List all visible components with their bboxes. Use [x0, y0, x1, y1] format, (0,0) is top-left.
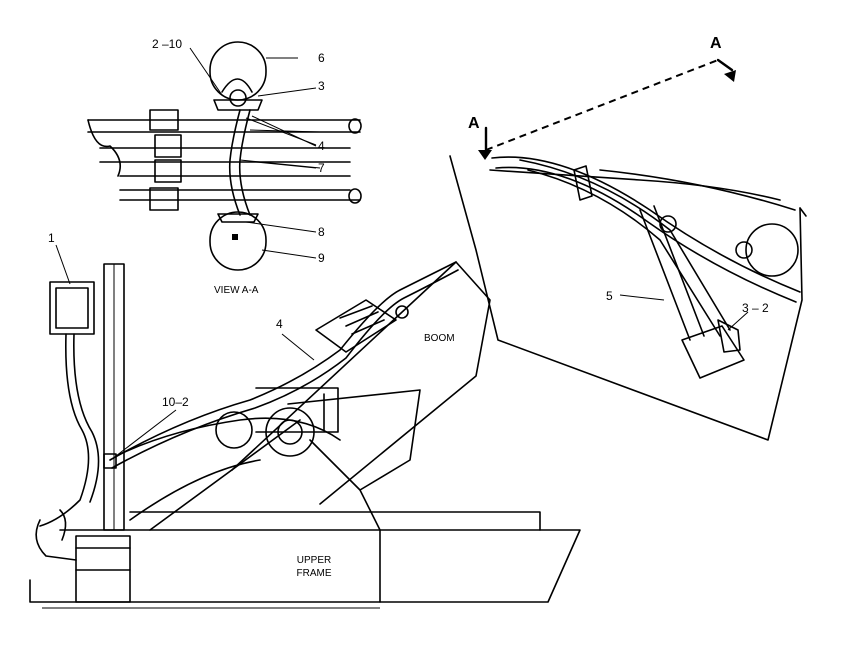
view-a-a-title: VIEW A-A: [214, 285, 259, 296]
section-line-a-a: [478, 58, 736, 160]
boom-label: BOOM: [424, 333, 455, 344]
callout-4-boom: 4: [276, 317, 283, 331]
upper-frame-label-2: FRAME: [296, 568, 332, 579]
callout-5: 5: [606, 289, 613, 303]
callout-6: 6: [318, 51, 325, 65]
callout-1: 1: [48, 231, 55, 245]
section-label-a-right: A: [710, 35, 722, 52]
machine-side-view: [29, 244, 581, 609]
view-a-a-drawing: [87, 41, 362, 271]
callout-9: 9: [318, 251, 325, 265]
callout-4-view: 4: [318, 139, 325, 153]
boom-detail-drawing: [449, 155, 807, 441]
upper-frame-label-1: UPPER: [296, 555, 332, 566]
callout-10-2: 10–2: [162, 395, 189, 409]
callout-3: 3: [318, 79, 325, 93]
callout-7: 7: [318, 161, 325, 175]
callout-3-2: 3 – 2: [742, 301, 769, 315]
callout-8: 8: [318, 225, 325, 239]
section-label-a-left: A: [468, 115, 480, 132]
callout-2-10: 2 –10: [152, 37, 183, 51]
